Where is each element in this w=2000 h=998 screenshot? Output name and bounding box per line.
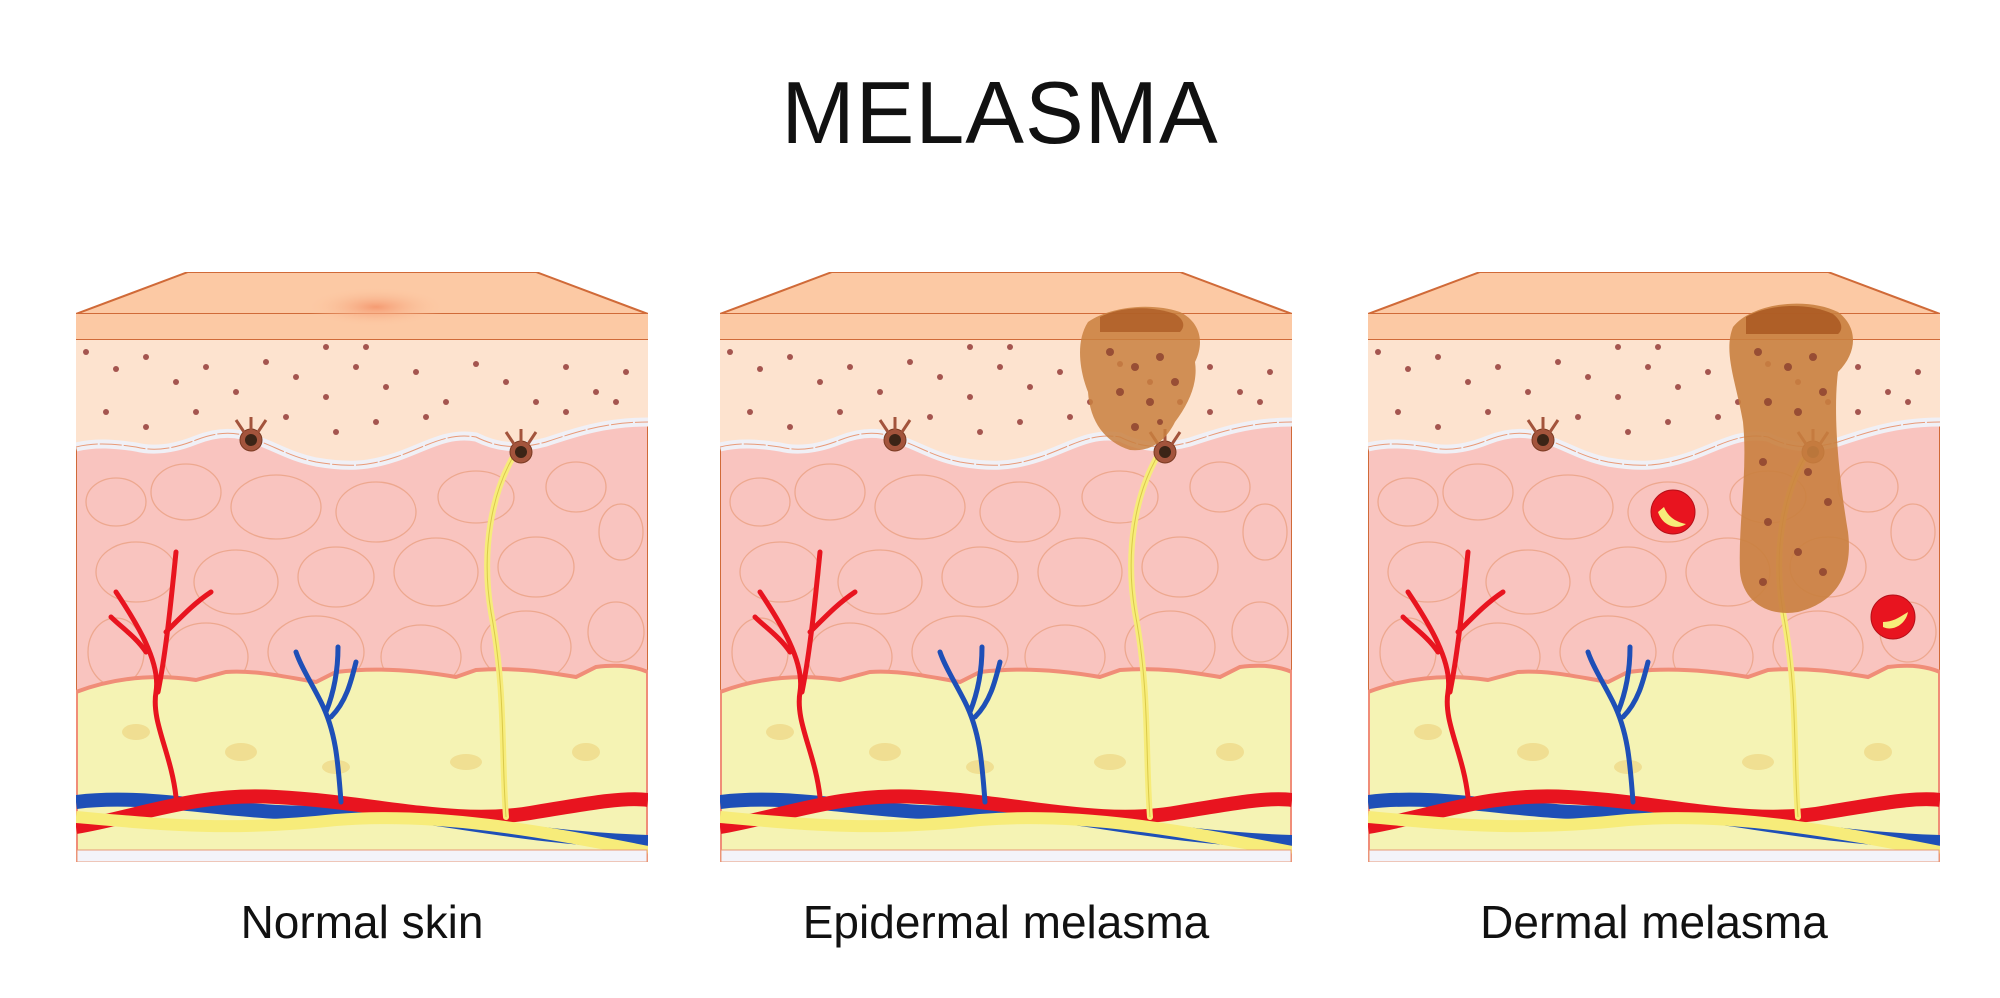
skin-cross-section-icon — [720, 272, 1292, 862]
skin-cross-section-icon — [1368, 272, 1940, 862]
panel-epidermal-melasma — [720, 272, 1292, 862]
panel-dermal-melasma — [1368, 272, 1940, 862]
diagram-title: MELASMA — [781, 63, 1219, 162]
label-dermal-melasma: Dermal melasma — [1480, 896, 1828, 948]
label-epidermal-melasma: Epidermal melasma — [802, 896, 1210, 948]
skin-cross-section-icon — [76, 272, 648, 862]
label-normal-skin: Normal skin — [240, 896, 484, 948]
melanophage-icon — [1870, 594, 1916, 640]
melanophage-icon — [1650, 489, 1696, 535]
panel-normal-skin — [76, 272, 648, 862]
